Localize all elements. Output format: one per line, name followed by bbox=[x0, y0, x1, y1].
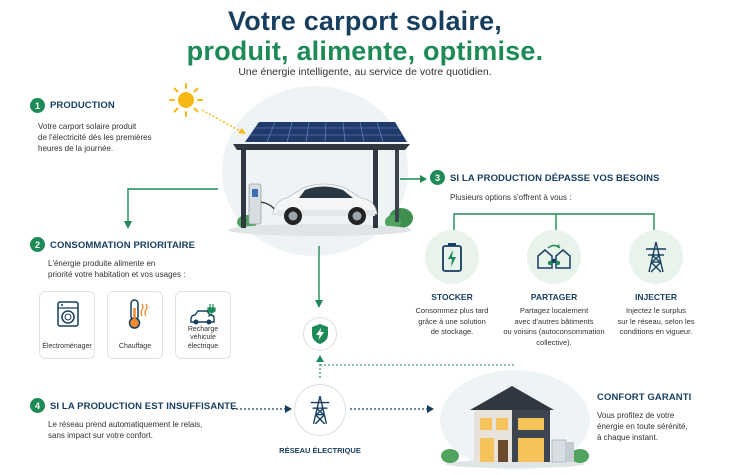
section-number-4: 4 bbox=[30, 398, 45, 413]
insuffisante-title: SI LA PRODUCTION EST INSUFFISANTE bbox=[50, 401, 237, 412]
arrow-to-consommation bbox=[124, 188, 218, 229]
consommation-text: L'énergie produite alimente en priorité … bbox=[48, 259, 186, 279]
surplus-title: SI LA PRODUCTION DÉPASSE VOS BESOINS bbox=[450, 173, 660, 184]
house-illustration bbox=[441, 386, 589, 468]
link-shield-to-reseau bbox=[316, 355, 324, 378]
solar-carport-illustration bbox=[228, 121, 413, 236]
option-injecter-text: Injectez le surplus sur le réseau, selon… bbox=[617, 306, 695, 336]
reseau-label: RÉSEAU ÉLECTRIQUE bbox=[279, 446, 361, 455]
production-text: Votre carport solaire produit de l'élect… bbox=[38, 122, 152, 153]
usage-card-label: Chauffage bbox=[118, 342, 152, 350]
pylon-icon bbox=[310, 395, 330, 425]
page-title-line1: Votre carport solaire, bbox=[228, 6, 502, 36]
option-stocker-text: Consommez plus tard grâce à une solution… bbox=[415, 306, 489, 336]
pylon-icon bbox=[646, 241, 666, 273]
community-icon bbox=[537, 244, 571, 269]
usage-card-label: Électroménager bbox=[42, 342, 92, 350]
production-title: PRODUCTION bbox=[50, 100, 115, 111]
section-number-3: 3 bbox=[430, 170, 445, 185]
option-injecter-circle bbox=[629, 230, 683, 284]
surplus-intro: Plusieurs options s'offrent à vous : bbox=[450, 193, 572, 202]
confort-title: CONFORT GARANTI bbox=[597, 392, 692, 403]
consommation-title: CONSOMMATION PRIORITAIRE bbox=[50, 240, 196, 251]
battery-icon bbox=[442, 243, 462, 272]
options-connector bbox=[453, 213, 655, 230]
ev-car-icon bbox=[190, 304, 216, 325]
sun-icon bbox=[169, 83, 203, 117]
usage-card-recharge: Recharge véhicule électrique bbox=[175, 291, 231, 359]
option-stocker-circle bbox=[425, 230, 479, 284]
washing-machine-icon bbox=[57, 301, 79, 327]
sun-ray-arrow bbox=[201, 109, 246, 134]
thermometer-icon bbox=[128, 299, 148, 329]
usage-card-electromenager: Électroménager bbox=[39, 291, 95, 359]
insuffisante-text: Le réseau prend automatiquement le relai… bbox=[48, 420, 203, 440]
shield-lightning-icon bbox=[312, 324, 328, 344]
option-partager-circle bbox=[527, 230, 581, 284]
confort-text: Vous profitez de votre énergie en toute … bbox=[597, 411, 688, 442]
reseau-node bbox=[294, 384, 346, 436]
energy-shield-node bbox=[303, 317, 337, 351]
page-title-line2: produit, alimente, optimise. bbox=[186, 36, 544, 66]
arrow-reseau-to-house bbox=[350, 405, 434, 413]
usage-card-label: Recharge véhicule électrique bbox=[187, 325, 219, 350]
arrow-to-surplus bbox=[400, 175, 427, 183]
usage-card-chauffage: Chauffage bbox=[107, 291, 163, 359]
option-stocker-title: STOCKER bbox=[431, 292, 473, 302]
option-partager-title: PARTAGER bbox=[530, 292, 578, 302]
option-injecter-title: INJECTER bbox=[634, 292, 678, 302]
section-number-2: 2 bbox=[30, 237, 45, 252]
branch-to-surplus bbox=[320, 364, 516, 366]
section-number-1: 1 bbox=[30, 98, 45, 113]
arrow-to-shield bbox=[315, 246, 323, 308]
page-subtitle: Une énergie intelligente, au service de … bbox=[238, 66, 492, 78]
option-partager-text: Partagez localement avec d'autres bâtime… bbox=[503, 306, 605, 347]
arrow-insuffisante-to-reseau bbox=[232, 405, 292, 413]
